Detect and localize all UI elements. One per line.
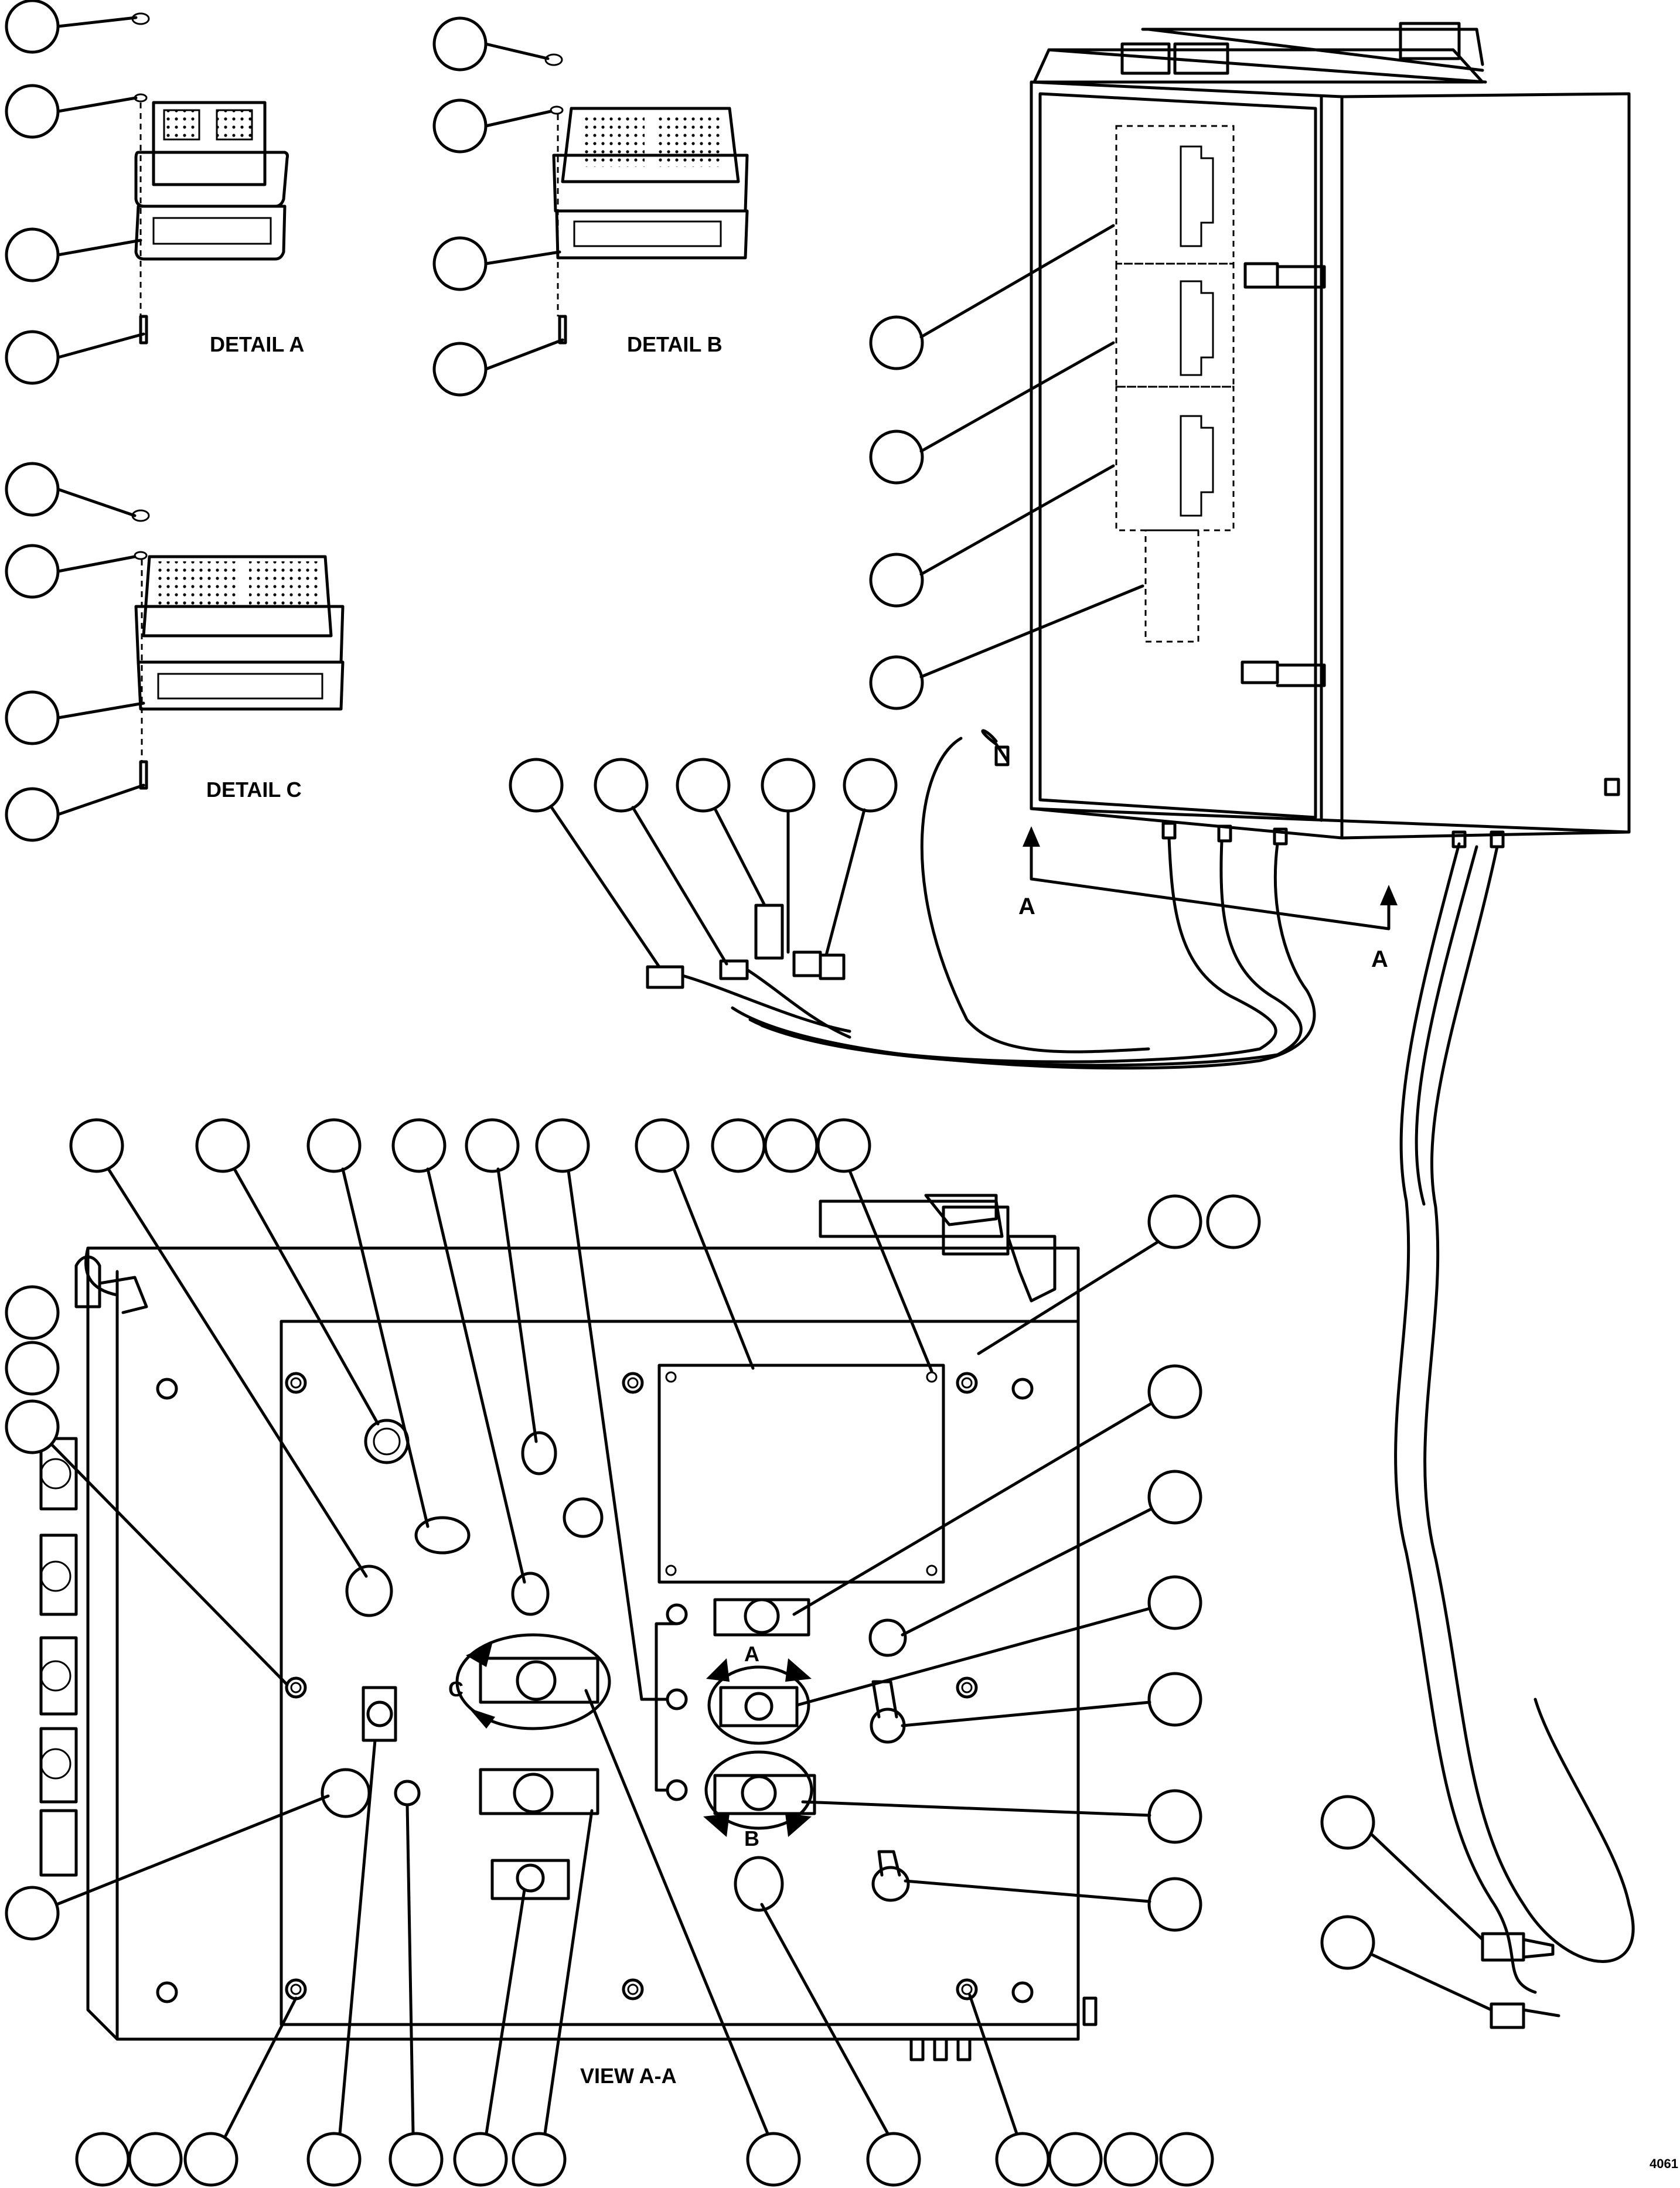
callout-bubble: [594, 758, 649, 813]
callout-bubble: [1048, 2132, 1103, 2187]
callout-bubble: [5, 330, 60, 385]
callout-bubble: [1147, 1575, 1202, 1630]
side-connectors: [39, 1437, 78, 1877]
callout-bubble: [676, 758, 731, 813]
callout-bubble: [761, 758, 816, 813]
callout-bubble: [306, 2132, 362, 2187]
detail-b-assembly: DETAIL B: [432, 16, 749, 397]
callout-bubble: [869, 315, 924, 370]
callout-bubble: [1147, 1470, 1202, 1525]
enclosure-iso-view: [1030, 22, 1631, 848]
callout-bubble: [746, 2132, 801, 2187]
cable-harness: [731, 729, 1635, 2029]
callout-bubble: [1147, 1877, 1202, 1932]
callout-bubble: [1147, 1672, 1202, 1727]
callout-bubble: [5, 1285, 60, 1340]
callout-bubble: [5, 544, 60, 599]
switch-label-b: B: [744, 1826, 759, 1850]
rotation-arrow-icon: [706, 1658, 730, 1682]
callout-bubble: [869, 655, 924, 710]
callout-bubble: [869, 553, 924, 608]
callout-bubble: [389, 2132, 444, 2187]
callout-bubble: [816, 1118, 871, 1173]
callout-bubble: [635, 1118, 690, 1173]
callout-bubble: [866, 2132, 921, 2187]
harness-connectors: [646, 904, 851, 1039]
callout-bubble: [1147, 1194, 1202, 1249]
callout-bubble: [5, 690, 60, 745]
section-arrow-icon: [1023, 826, 1040, 847]
callout-bubble: [1320, 1915, 1375, 1970]
rotation-arrow-icon: [469, 1708, 495, 1729]
callout-bubble: [869, 430, 924, 485]
callout-bubble: [995, 2132, 1050, 2187]
section-label-a-left: A: [1018, 894, 1035, 919]
callout-bubble: [1206, 1194, 1261, 1249]
callout-bubble: [5, 84, 60, 139]
callout-bubble: [5, 227, 60, 282]
callout-bubble: [391, 1118, 447, 1173]
switch-label-a: A: [744, 1642, 759, 1666]
callout-bubble: [432, 342, 488, 397]
section-indicator-aa: A A: [1018, 826, 1398, 972]
callout-bubble: [5, 0, 60, 54]
detail-c-assembly: DETAIL C: [5, 462, 345, 842]
view-aa-label: VIEW A-A: [580, 2064, 677, 2088]
callout-bubble: [5, 462, 60, 517]
rotation-arrow-icon: [466, 1644, 492, 1667]
callout-bubble: [1159, 2132, 1214, 2187]
callout-bubble: [128, 2132, 183, 2187]
view-aa-left-callouts: [5, 1285, 330, 1941]
callout-bubble: [535, 1118, 590, 1173]
callout-bubble: [509, 758, 564, 813]
callout-bubble: [432, 236, 488, 291]
section-label-a-right: A: [1371, 946, 1388, 972]
view-aa-top-callouts: [69, 1118, 1261, 1701]
detail-c-label: DETAIL C: [206, 778, 302, 802]
rotation-arrow-icon: [703, 1814, 730, 1837]
callout-bubble: [843, 758, 898, 813]
callout-bubble: [453, 2132, 508, 2187]
view-aa-right-callouts: [792, 1364, 1202, 1932]
callout-bubble: [512, 2132, 567, 2187]
view-aa-panel: A B C VIEW A-A: [39, 1194, 1098, 2088]
callout-bubble: [1147, 1364, 1202, 1419]
detail-b-label: DETAIL B: [627, 332, 723, 356]
section-arrow-icon: [1380, 885, 1398, 905]
callout-bubble: [1103, 2132, 1158, 2187]
detail-a-label: DETAIL A: [210, 332, 304, 356]
callout-bubble: [5, 1399, 60, 1454]
switch-label-c: C: [448, 1677, 464, 1701]
callout-bubble: [432, 98, 488, 154]
callout-bubble: [465, 1118, 520, 1173]
callout-bubble: [195, 1118, 250, 1173]
figure-id: 4061: [1650, 2156, 1678, 2171]
callout-bubble: [764, 1118, 819, 1173]
callout-bubble: [75, 2132, 130, 2187]
rotation-arrow-icon: [785, 1814, 812, 1837]
callout-bubble: [1147, 1789, 1202, 1844]
callout-bubble: [1320, 1795, 1375, 1850]
callout-bubble: [5, 787, 60, 842]
callout-bubble: [711, 1118, 766, 1173]
callout-bubble: [69, 1118, 124, 1173]
callout-bubble: [432, 16, 488, 71]
rotation-arrow-icon: [785, 1658, 812, 1682]
enclosure-callouts: [869, 224, 1144, 710]
callout-bubble: [5, 1886, 60, 1941]
callout-bubble: [183, 2132, 238, 2187]
harness-callouts: [509, 758, 1493, 2012]
view-aa-bottom-callouts: [75, 1689, 1214, 2187]
callout-bubble: [5, 1341, 60, 1396]
detail-a-assembly: DETAIL A: [5, 0, 304, 385]
callout-bubble: [306, 1118, 362, 1173]
